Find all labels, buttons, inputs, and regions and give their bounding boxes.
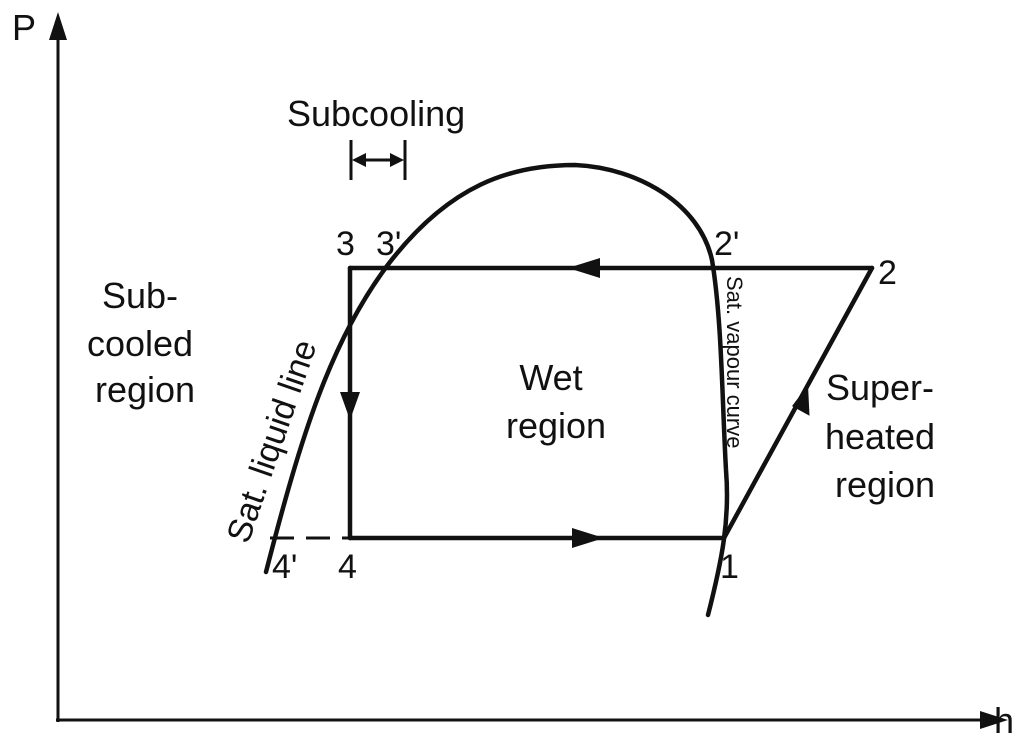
superheated-region-label: Super- heated region	[825, 367, 945, 505]
subcooling-label: Subcooling	[287, 93, 465, 134]
point-2-prime-label: 2'	[714, 225, 739, 263]
point-4-label: 4	[338, 548, 357, 586]
point-1-label: 1	[720, 548, 739, 586]
evaporation-arrow	[572, 528, 604, 548]
superheated-region-line-1: Super-	[826, 367, 934, 408]
subcooled-region-line-2: cooled	[87, 323, 193, 364]
subcooled-region-label: Sub- cooled region	[87, 275, 203, 410]
subcooled-region-line-3: region	[95, 369, 195, 410]
point-3-label: 3	[336, 225, 355, 263]
sat-liquid-line-label: Sat. liquid line	[220, 335, 325, 548]
superheated-region-line-3: region	[835, 464, 935, 505]
point-2-label: 2	[878, 254, 897, 292]
saturation-dome	[263, 162, 730, 618]
expansion-arrow	[340, 392, 360, 420]
point-3-prime-label: 3'	[376, 225, 401, 263]
subcooling-arrowhead-right	[390, 153, 404, 167]
subcooled-region-line-1: Sub-	[102, 275, 178, 316]
pressure-axis-label: P	[12, 7, 36, 48]
enthalpy-axis-label: h	[994, 700, 1014, 741]
subcooling-arrowhead-left	[352, 153, 366, 167]
compression-arrow	[792, 385, 810, 416]
superheated-region-line-2: heated	[825, 416, 935, 457]
enthalpy-axis-arrowhead	[980, 711, 1008, 729]
point-4-prime-label: 4'	[272, 548, 297, 586]
wet-region-label: Wet region	[506, 357, 606, 446]
pressure-axis-arrowhead	[49, 12, 67, 40]
sat-vapour-curve-label: Sat. vapour curve	[722, 276, 747, 448]
wet-region-line-1: Wet	[519, 357, 582, 398]
condensation-arrow	[568, 258, 600, 278]
wet-region-line-2: region	[506, 405, 606, 446]
